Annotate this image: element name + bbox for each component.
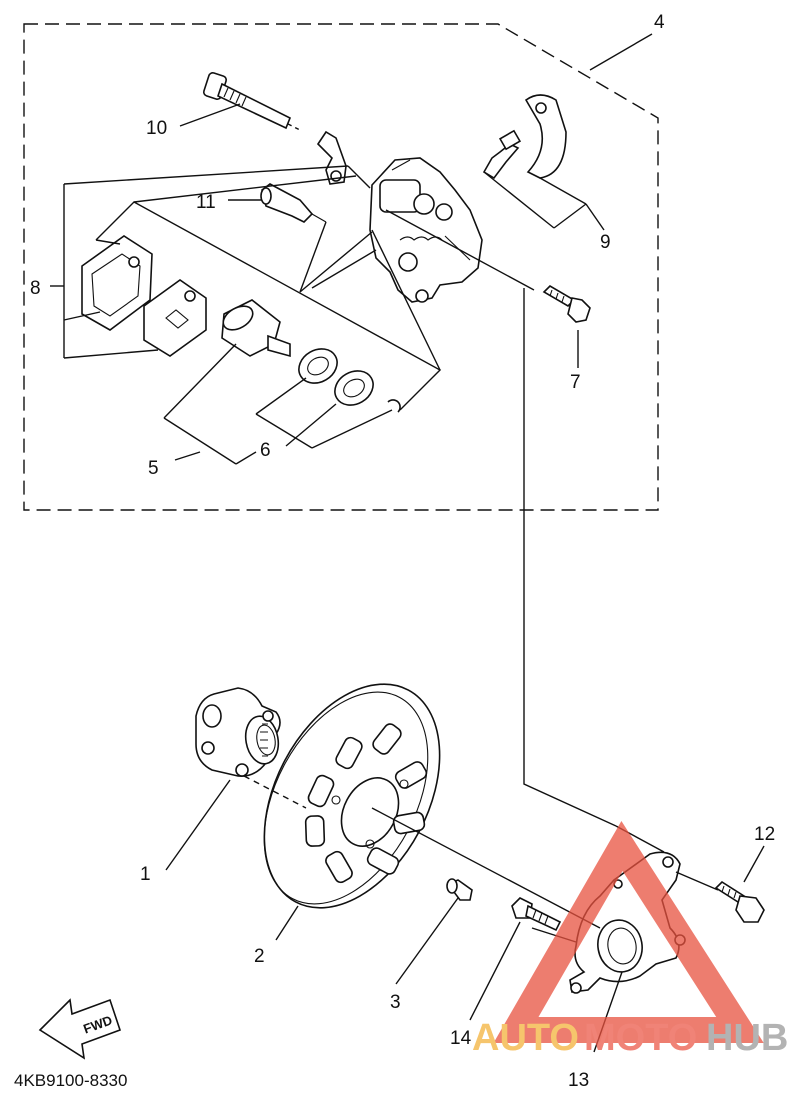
brake-pad-set [81, 235, 207, 357]
slide-pin [260, 183, 327, 223]
callout-labels: 1 2 3 4 5 6 7 8 9 10 11 12 13 14 [30, 12, 775, 1091]
forward-direction-arrow: FWD [38, 998, 122, 1060]
watermark-moto: MOTO [584, 1017, 697, 1059]
watermark-hub: HUB [706, 1017, 788, 1059]
caliper-assembly-boundary [23, 23, 659, 511]
bracket-flange-bolt [714, 880, 765, 923]
callout-5: 5 [148, 458, 159, 479]
automotohub-watermark: AUTO MOTO HUB [472, 820, 788, 1059]
hub-flange [195, 687, 281, 777]
callout-10: 10 [146, 118, 167, 139]
callout-2: 2 [254, 946, 265, 967]
callout-9: 9 [600, 232, 611, 253]
pad-pin-bolt [202, 72, 292, 130]
callout-6: 6 [260, 440, 271, 461]
hub-disc-dashed-link [243, 775, 307, 809]
callout-8: 8 [30, 278, 41, 299]
callout-4: 4 [654, 12, 665, 33]
callout-11: 11 [196, 192, 216, 213]
caliper-leader-lines [50, 33, 653, 827]
caliper-bolt [542, 284, 591, 323]
bleed-screw [482, 129, 522, 180]
brake-disc [263, 683, 441, 909]
bleed-cap [524, 94, 567, 179]
callout-14: 14 [450, 1028, 472, 1049]
callout-7: 7 [570, 372, 581, 393]
callout-1: 1 [140, 864, 151, 885]
pad-spring-clip [316, 130, 347, 185]
diagram-code: 4KB9100-8330 [14, 1071, 127, 1090]
caliper-body [369, 157, 483, 303]
watermark-auto: AUTO [472, 1017, 579, 1059]
piston-seal-kit [298, 348, 401, 413]
callout-13: 13 [568, 1070, 589, 1091]
caliper-piston [221, 299, 291, 358]
callout-12: 12 [754, 824, 775, 845]
disc-screw [446, 878, 473, 901]
bracket-bolt [511, 897, 562, 932]
callout-3: 3 [390, 992, 401, 1013]
